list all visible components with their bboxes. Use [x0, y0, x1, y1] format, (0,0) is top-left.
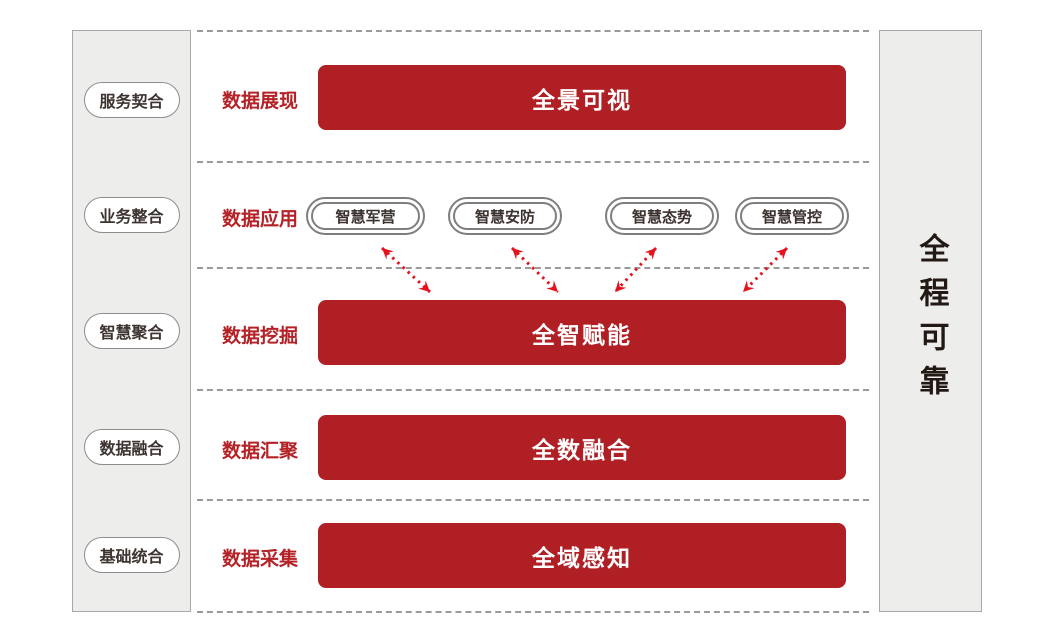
sidebar-pill-smart-aggregation: 智慧聚合	[83, 313, 180, 349]
row-divider	[197, 389, 869, 391]
app-pill-label: 智慧态势	[610, 202, 714, 230]
row-divider	[197, 30, 869, 32]
app-pill-smart-situation: 智慧态势	[605, 197, 719, 235]
row-divider	[197, 267, 869, 269]
app-pill-smart-control: 智慧管控	[735, 197, 849, 235]
app-pill-smart-security: 智慧安防	[448, 197, 562, 235]
bidirectional-arrow-icon	[510, 246, 560, 294]
row-label-data-mining: 数据挖掘	[222, 326, 299, 347]
app-pill-label: 智慧军营	[311, 202, 420, 230]
bidirectional-arrow-icon	[741, 246, 789, 294]
row-label-data-application: 数据应用	[222, 209, 299, 230]
row-divider	[197, 161, 869, 163]
sidebar-pill-business-integration: 业务整合	[83, 197, 180, 233]
vertical-title: 全程可靠	[914, 233, 948, 409]
sidebar-pill-service-fit: 服务契合	[83, 82, 180, 118]
row-divider	[197, 499, 869, 501]
row-label-data-collection: 数据采集	[222, 549, 299, 570]
app-pill-label: 智慧安防	[453, 202, 557, 230]
layer-bar-full-domain-sensing: 全域感知	[318, 523, 846, 588]
sidebar-pill-base-unification: 基础统合	[83, 537, 180, 573]
left-sidebar: 服务契合 业务整合 智慧聚合 数据融合 基础统合	[72, 30, 191, 612]
row-label-data-presentation: 数据展现	[222, 91, 299, 112]
bidirectional-arrow-icon	[613, 246, 658, 294]
layer-bar-full-data-fusion: 全数融合	[318, 415, 846, 480]
row-divider	[197, 611, 869, 613]
sidebar-pill-data-fusion: 数据融合	[83, 429, 180, 465]
row-label-data-convergence: 数据汇聚	[222, 441, 299, 462]
app-pill-label: 智慧管控	[740, 202, 844, 230]
layer-bar-full-intelligence: 全智赋能	[318, 300, 846, 365]
right-sidebar: 全程可靠	[879, 30, 982, 612]
bidirectional-arrow-icon	[380, 246, 432, 294]
layer-bar-panoramic-visibility: 全景可视	[318, 65, 846, 130]
app-pill-smart-barracks: 智慧军营	[306, 197, 425, 235]
